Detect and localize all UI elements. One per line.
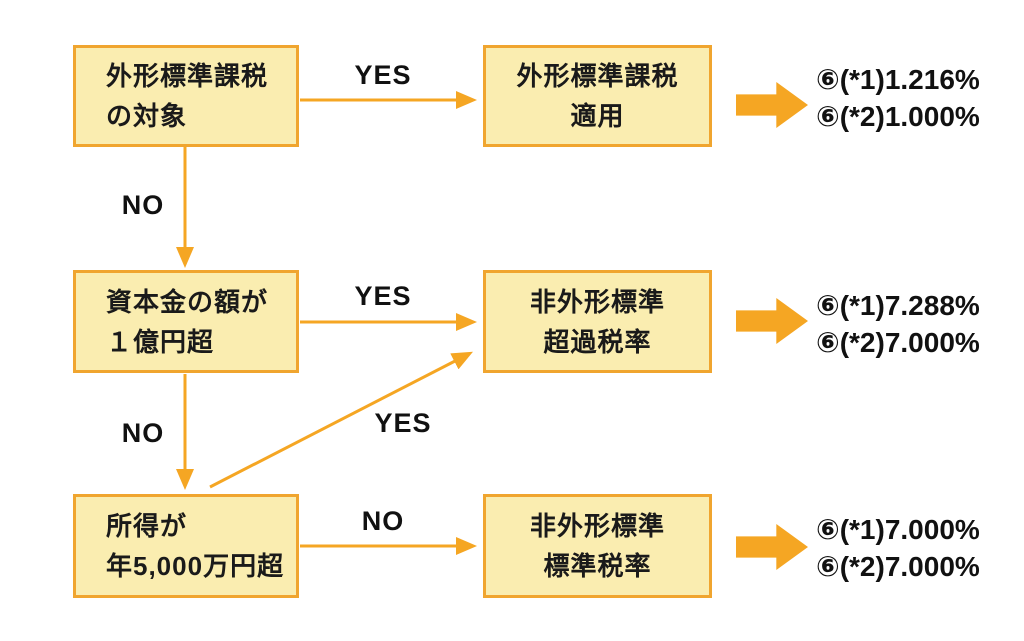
- rate-line: ⑥(*1)1.216%: [816, 64, 980, 95]
- box-text-line: 年5,000万円超: [106, 551, 285, 581]
- result-box-non-size-based-standard-rate: 非外形標準 標準税率: [483, 494, 712, 598]
- edge-label-yes-top: YES: [354, 60, 412, 90]
- box-text-line: 適用: [570, 101, 625, 131]
- box-text-line: 外形標準課税: [106, 61, 269, 91]
- block-arrow-icon: [736, 524, 808, 570]
- rate-line: ⑥(*1)7.288%: [816, 290, 980, 321]
- rate-text-row2: ⑥(*1)7.288% ⑥(*2)7.000%: [816, 287, 980, 361]
- decision-box-capital-over-100m: 資本金の額が １億円超: [73, 270, 299, 373]
- decision-box-taxable-scope: 外形標準課税 の対象: [73, 45, 299, 147]
- box-text-line: 標準税率: [543, 551, 652, 581]
- box-text-line: 所得が: [106, 511, 188, 541]
- block-arrow-icon: [736, 82, 808, 128]
- rate-line: ⑥(*2)1.000%: [816, 101, 980, 132]
- edge-label-no-2: NO: [121, 418, 165, 448]
- edge-label-yes-diagonal: YES: [374, 408, 432, 438]
- box-text-line: 外形標準課税: [516, 61, 679, 91]
- box-text-line: 非外形標準: [529, 511, 665, 541]
- edge-label-yes-mid: YES: [354, 281, 412, 311]
- box-text-line: の対象: [106, 101, 188, 131]
- box-text-line: 非外形標準: [529, 286, 665, 317]
- box-text-line: 超過税率: [543, 326, 652, 357]
- result-box-size-based-applied: 外形標準課税 適用: [483, 45, 712, 147]
- result-box-non-size-based-excess-rate: 非外形標準 超過税率: [483, 270, 712, 373]
- decision-box-income-over-50m: 所得が 年5,000万円超: [73, 494, 299, 598]
- block-arrow-icon: [736, 298, 808, 344]
- rate-line: ⑥(*2)7.000%: [816, 551, 980, 582]
- rate-text-row3: ⑥(*1)7.000% ⑥(*2)7.000%: [816, 511, 980, 585]
- box-text-line: １億円超: [106, 326, 215, 357]
- rate-text-row1: ⑥(*1)1.216% ⑥(*2)1.000%: [816, 61, 980, 135]
- rate-line: ⑥(*1)7.000%: [816, 514, 980, 545]
- edge-label-no-1: NO: [121, 190, 165, 220]
- box-text-line: 資本金の額が: [106, 286, 269, 317]
- rate-line: ⑥(*2)7.000%: [816, 327, 980, 358]
- edge-label-no-bottom: NO: [361, 506, 405, 536]
